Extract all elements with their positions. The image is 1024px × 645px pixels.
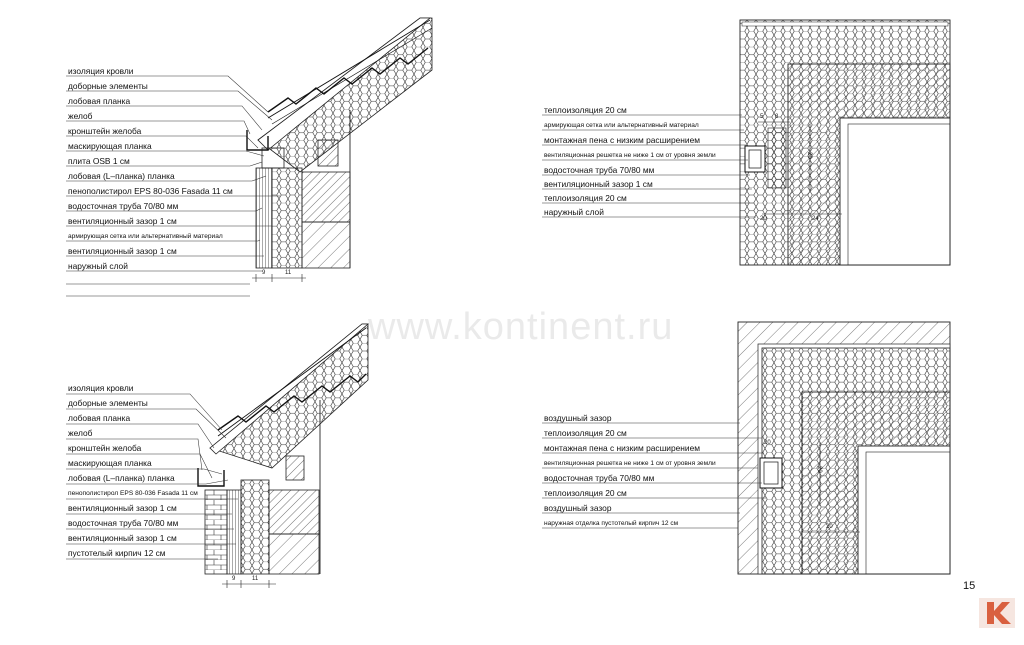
label-osb-board: плита OSB 1 см	[68, 156, 130, 166]
bottom-right-corner-detail	[542, 321, 951, 575]
label-reinforcing-mesh: армирующая сетка или альтернативный мате…	[544, 122, 699, 129]
dim-20: 20	[760, 216, 767, 222]
top-right-corner-detail	[542, 19, 951, 266]
label-downpipe: водосточная труба 70/80 мм	[68, 518, 179, 528]
label-air-gap: воздушный зазор	[544, 413, 612, 423]
label-air-gap-2: воздушный зазор	[544, 503, 612, 513]
label-l-strip: лобовая (L–планка) планка	[68, 171, 175, 181]
label-thermal-insulation: теплоизоляция 20 см	[544, 428, 627, 438]
label-vent-grille: вентиляционная решетка не ниже 1 см от у…	[544, 460, 716, 467]
label-vent-gap: вентиляционный зазор 1 см	[68, 503, 177, 513]
label-eps: пенополистирол EPS 80-036 Fasada 11 см	[68, 490, 198, 497]
dim-11: 11	[252, 576, 259, 582]
label-hollow-brick: пустотелый кирпич 12 см	[68, 548, 166, 558]
label-gutter-bracket: кронштейн желоба	[68, 443, 142, 453]
label-vent-gap-2: вентиляционный зазор 1 см	[68, 246, 177, 256]
dim-20-a: 20	[764, 440, 771, 446]
label-thermal-insulation: теплоизоляция 20 см	[544, 105, 627, 115]
dim-20-vertical: 20	[816, 466, 822, 473]
dim-5: 5	[760, 114, 764, 120]
label-trim-elements: доборные элементы	[68, 398, 148, 408]
label-downpipe: водосточная труба 70/80 мм	[544, 473, 655, 483]
label-thermal-insulation-2: теплоизоляция 20 см	[544, 488, 627, 498]
bottom-left-eave-detail	[66, 323, 370, 588]
label-gutter: желоб	[68, 428, 93, 438]
label-roof-insulation: изоляция кровли	[68, 383, 134, 393]
label-gutter: желоб	[68, 111, 93, 121]
dim-20-b: 20	[826, 524, 833, 530]
label-outer-layer: наружный слой	[68, 261, 128, 271]
label-thermal-insulation-2: теплоизоляция 20 см	[544, 193, 627, 203]
dim-20-vertical: 20	[806, 152, 812, 159]
dim-9: 9	[262, 270, 266, 276]
top-left-eave-detail	[66, 17, 433, 297]
label-fascia: лобовая планка	[68, 96, 131, 106]
label-low-expansion-foam: монтажная пена с низким расширением	[544, 135, 701, 145]
label-fascia: лобовая планка	[68, 413, 131, 423]
label-eps: пенополистирол EPS 80-036 Fasada 11 см	[68, 186, 233, 196]
dim-8: 8	[775, 114, 779, 120]
label-downpipe: водосточная труба 70/80 мм	[544, 165, 655, 175]
label-masking-strip: маскирующая планка	[68, 458, 152, 468]
label-low-expansion-foam: монтажная пена с низким расширением	[544, 443, 701, 453]
page-number: 15	[963, 580, 976, 592]
label-reinforcing-mesh: армирующая сетка или альтернативный мате…	[68, 233, 223, 240]
label-vent-grille: вентиляционная решетка не ниже 1 см от у…	[544, 152, 716, 159]
dim-24: 24	[812, 216, 819, 222]
label-trim-elements: доборные элементы	[68, 81, 148, 91]
watermark: www.kontinent.ru	[368, 306, 674, 348]
label-masking-strip: маскирующая планка	[68, 141, 152, 151]
label-vent-gap-2: вентиляционный зазор 1 см	[68, 533, 177, 543]
label-roof-insulation: изоляция кровли	[68, 66, 134, 76]
label-brick-finish: наружная отделка пустотелый кирпич 12 см	[544, 520, 679, 527]
label-vent-gap: вентиляционный зазор 1 см	[68, 216, 177, 226]
dim-9: 9	[232, 576, 236, 582]
label-downpipe: водосточная труба 70/80 мм	[68, 201, 179, 211]
k-logo-icon	[979, 598, 1015, 628]
label-outer-layer: наружный слой	[544, 207, 604, 217]
label-l-strip: лобовая (L–планка) планка	[68, 473, 175, 483]
label-vent-gap: вентиляционный зазор 1 см	[544, 179, 653, 189]
label-gutter-bracket: кронштейн желоба	[68, 126, 142, 136]
dim-11: 11	[285, 270, 292, 276]
